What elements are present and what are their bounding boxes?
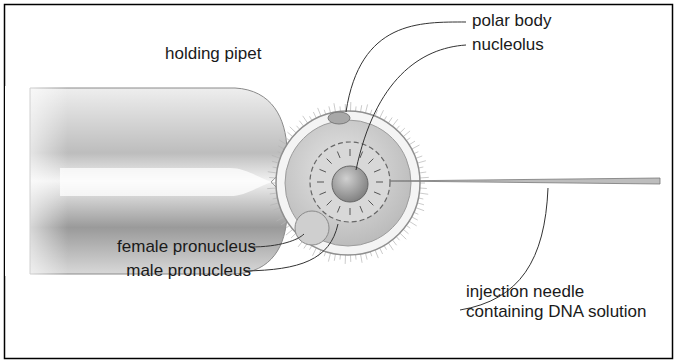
part-label: holding pipet (165, 44, 261, 64)
polar-body (328, 112, 350, 124)
nucleolus (332, 166, 368, 202)
zona-fuzz (267, 102, 429, 264)
part-label: injection needle containing DNA solution (466, 282, 651, 322)
egg-cytoplasm (285, 120, 411, 246)
part-label: male pronucleus (126, 261, 251, 281)
male-pronucleus (310, 142, 390, 222)
holding-pipet (5, 86, 287, 276)
frame (5, 5, 673, 359)
part-label: nucleolus (472, 35, 544, 55)
pronucleus-spokes (317, 149, 383, 215)
leader-lines (245, 22, 548, 310)
female-pronucleus (295, 211, 329, 245)
part-label: female pronucleus (117, 237, 256, 257)
injection-needle (390, 178, 660, 184)
zona-pellucida (276, 111, 420, 255)
part-label: polar body (472, 11, 551, 31)
